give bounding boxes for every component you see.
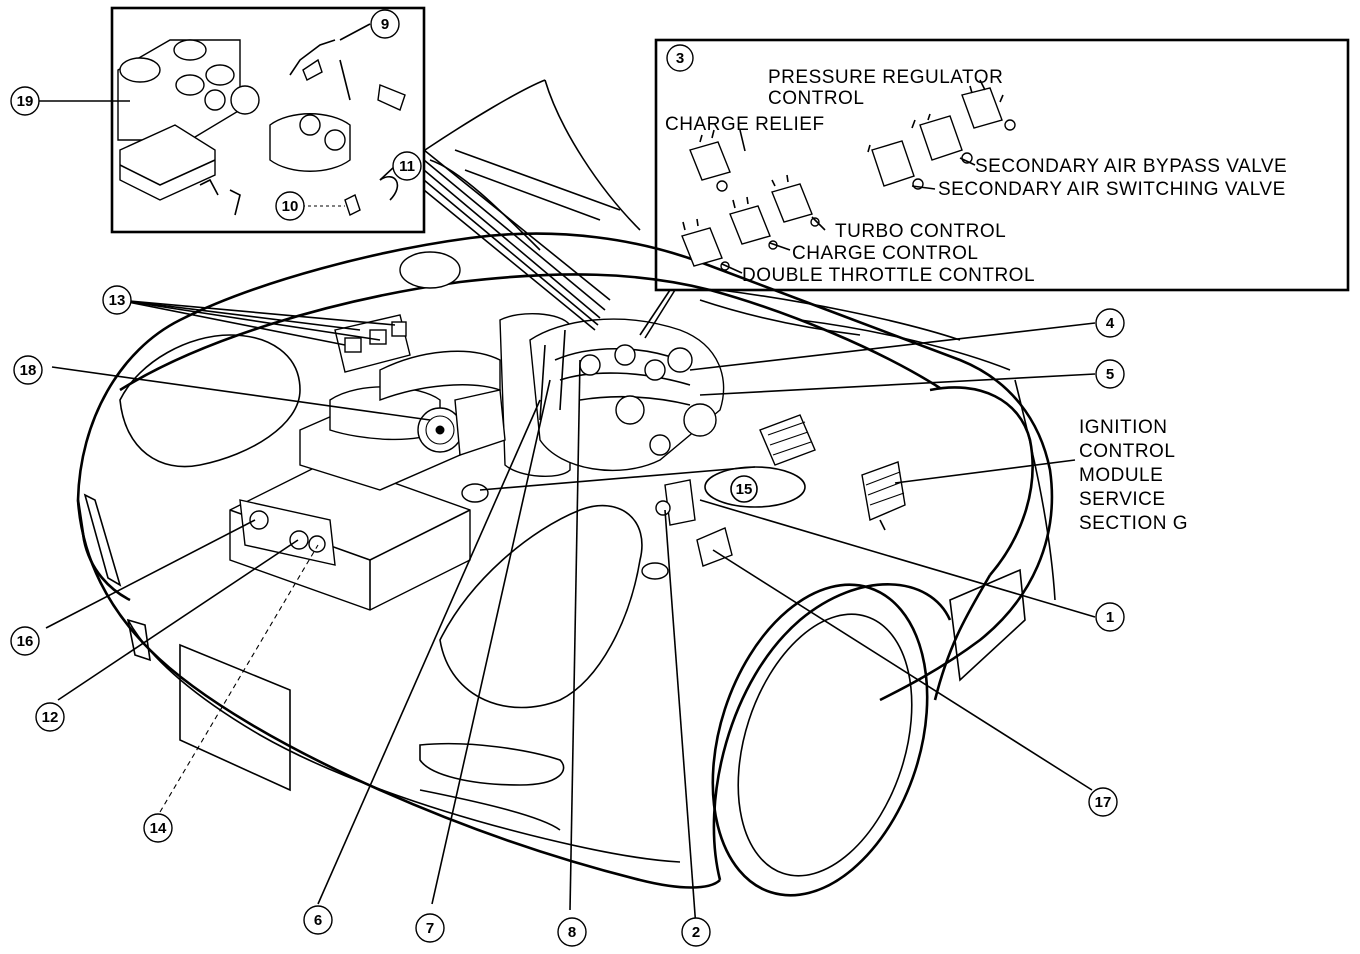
label-charge-control: CHARGE CONTROL: [792, 243, 978, 264]
svg-text:7: 7: [426, 920, 434, 937]
svg-text:SERVICE: SERVICE: [1079, 489, 1166, 510]
label-charge-relief: CHARGE RELIEF: [665, 114, 825, 135]
svg-text:18: 18: [20, 362, 37, 379]
callout-2: 2: [681, 917, 711, 947]
callout-4: 4: [1095, 308, 1125, 338]
svg-text:4: 4: [1106, 315, 1115, 332]
callout-1: 1: [1095, 602, 1125, 632]
svg-text:1: 1: [1106, 609, 1114, 626]
callout-14: 14: [143, 813, 173, 843]
callout-15: 15: [730, 475, 758, 503]
ignition-note: IGNITION CONTROL MODULE SERVICE SECTION …: [1079, 417, 1188, 534]
callout-16: 16: [10, 626, 40, 656]
callout-6: 6: [303, 905, 333, 935]
callout-10: 10: [275, 191, 305, 221]
svg-text:6: 6: [314, 912, 322, 929]
svg-text:11: 11: [399, 158, 415, 175]
car-body: [76, 79, 1056, 897]
svg-text:12: 12: [42, 709, 59, 726]
svg-text:10: 10: [282, 198, 299, 215]
label-pressure-regulator: PRESSURE REGULATOR: [768, 67, 1003, 88]
svg-text:19: 19: [17, 93, 34, 110]
svg-text:17: 17: [1095, 794, 1112, 811]
callout-11: 11: [392, 151, 422, 181]
callouts: 1 2 3 4 5 6 7 8 9 10 11 12 13 14 15 16 1…: [10, 9, 1125, 947]
svg-text:MODULE: MODULE: [1079, 465, 1163, 486]
callout-7: 7: [415, 913, 445, 943]
label-turbo-control: TURBO CONTROL: [835, 221, 1006, 242]
svg-text:5: 5: [1106, 366, 1114, 383]
callout-19: 19: [10, 86, 40, 116]
svg-text:9: 9: [381, 16, 389, 33]
svg-text:13: 13: [109, 292, 126, 309]
svg-text:15: 15: [736, 481, 753, 498]
label-secondary-air-bypass: SECONDARY AIR BYPASS VALVE: [975, 156, 1287, 177]
svg-text:2: 2: [692, 924, 700, 941]
callout-18: 18: [13, 355, 43, 385]
engine-inset: [38, 6, 426, 234]
callout-3: 3: [666, 44, 694, 72]
svg-text:8: 8: [568, 924, 576, 941]
label-double-throttle: DOUBLE THROTTLE CONTROL: [742, 265, 1035, 286]
label-secondary-air-switching: SECONDARY AIR SWITCHING VALVE: [938, 179, 1286, 200]
svg-text:CONTROL: CONTROL: [1079, 441, 1175, 462]
label-pressure-regulator-control: CONTROL: [768, 88, 864, 109]
svg-text:16: 16: [17, 633, 34, 650]
engine-inset-frame: [110, 6, 426, 234]
callout-5: 5: [1095, 359, 1125, 389]
solenoid-inset-frame: [654, 38, 1350, 292]
callout-9: 9: [370, 9, 400, 39]
svg-text:IGNITION: IGNITION: [1079, 417, 1167, 438]
inset-pointer-lines: [423, 149, 676, 339]
callout-17: 17: [1088, 787, 1118, 817]
callout-8: 8: [557, 917, 587, 947]
solenoid-inset: [654, 38, 1350, 292]
callout-13: 13: [102, 285, 132, 315]
callout-12: 12: [35, 702, 65, 732]
svg-text:SECTION G: SECTION G: [1079, 513, 1188, 534]
svg-text:14: 14: [150, 820, 167, 837]
inset-text-labels: PRESSURE REGULATOR CONTROL CHARGE RELIEF…: [665, 67, 1287, 286]
callout-leaders: [45, 299, 1096, 929]
svg-text:3: 3: [676, 50, 684, 67]
